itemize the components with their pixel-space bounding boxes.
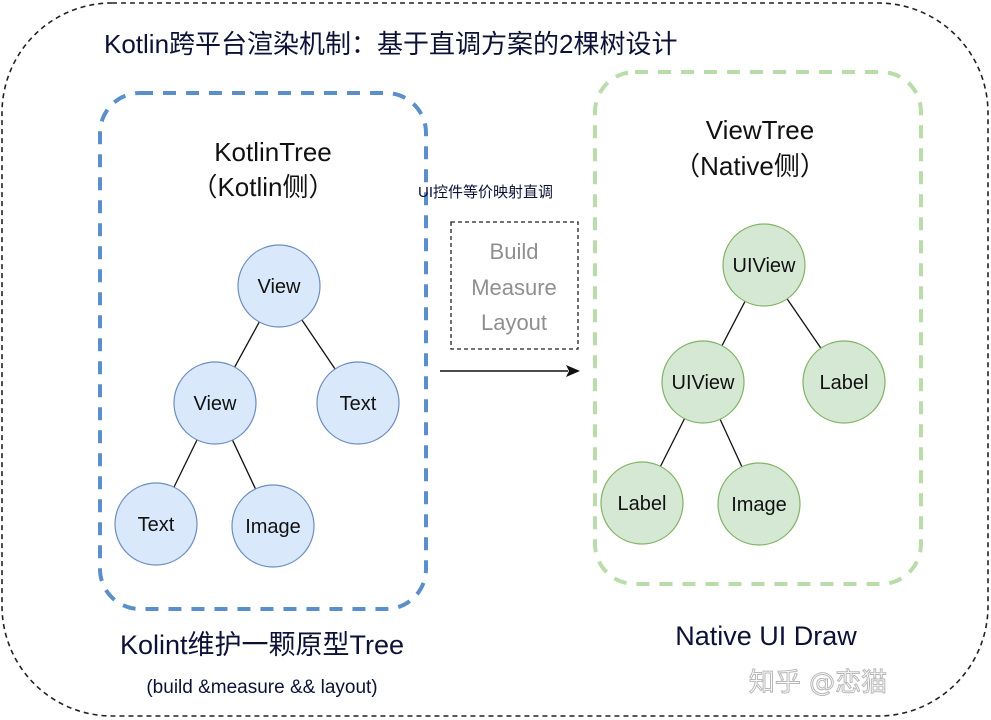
kotlin-tree-node-circle <box>316 361 400 445</box>
native-tree-node: Label <box>600 461 684 545</box>
kotlin-caption-sub: (build &measure && layout) <box>146 677 377 698</box>
native-tree-node-label: UIView <box>733 255 797 277</box>
native-tree-node: UIView <box>722 223 806 307</box>
native-tree-node-label: UIView <box>672 372 736 394</box>
kotlin-tree-node: View <box>173 361 257 445</box>
native-tree-node: Image <box>717 462 801 546</box>
kotlin-tree-node-label: Image <box>245 516 301 538</box>
kotlin-tree-edge <box>301 319 336 370</box>
bridge-label: UI控件等价映射直调 <box>418 183 553 201</box>
bridge-group: UI控件等价映射直调 Build Measure Layout <box>418 183 580 377</box>
native-tree-node: UIView <box>661 340 745 424</box>
native-tree-node-circle <box>600 461 684 545</box>
native-tree-node-circle <box>717 462 801 546</box>
kotlin-tree-edges <box>173 319 336 490</box>
kotlin-tree-node-circle <box>173 361 257 445</box>
kotlin-tree-node-label: Text <box>340 393 377 415</box>
native-tree-edge <box>786 298 822 349</box>
native-tree-edge <box>719 418 743 468</box>
native-tree-subheading: （Native侧） <box>674 151 826 181</box>
native-tree-heading: ViewTree <box>706 115 814 145</box>
pipeline-step-layout: Layout <box>481 310 547 335</box>
native-caption-main: Native UI Draw <box>675 621 857 651</box>
kotlin-tree-node-circle <box>237 244 321 328</box>
kotlin-caption-main: Kolint维护一颗原型Tree <box>120 630 404 660</box>
kotlin-tree-node-label: View <box>258 276 302 298</box>
pipeline-box <box>450 221 579 350</box>
kotlin-tree-subheading: （Kotlin侧） <box>191 172 334 202</box>
kotlin-tree-node: Text <box>114 482 198 566</box>
kotlin-tree-node: View <box>237 244 321 328</box>
kotlin-tree-node-label: Text <box>138 514 175 536</box>
native-tree-node-label: Label <box>820 372 869 394</box>
kotlin-tree-node-label: View <box>194 393 238 415</box>
kotlin-tree-container <box>98 91 428 611</box>
native-tree-node-circle <box>802 340 886 424</box>
kotlin-tree-node: Image <box>231 484 315 568</box>
kotlin-tree-heading: KotlinTree <box>214 137 332 167</box>
native-tree-edges <box>659 298 822 468</box>
kotlin-tree-node-circle <box>231 484 315 568</box>
native-tree-node-label: Image <box>731 494 787 516</box>
watermark: 知乎 @恋猫 <box>749 668 887 698</box>
native-tree-node-circle <box>661 340 745 424</box>
kotlin-tree-node: Text <box>316 361 400 445</box>
native-tree-edge <box>659 418 686 467</box>
arrow-head-icon <box>566 365 580 377</box>
diagram-title: Kotlin跨平台渲染机制：基于直调方案的2棵树设计 <box>104 29 678 59</box>
pipeline-step-build: Build <box>490 239 539 264</box>
pipeline-step-measure: Measure <box>471 275 557 300</box>
kotlin-tree-edge <box>234 321 260 368</box>
kotlin-tree-edge <box>173 439 198 488</box>
kotlin-tree-edge <box>231 439 257 490</box>
native-tree-node-circle <box>722 223 806 307</box>
native-tree-edge <box>721 301 746 346</box>
kotlin-tree-node-circle <box>114 482 198 566</box>
native-tree-node: Label <box>802 340 886 424</box>
native-tree-container <box>593 70 923 586</box>
native-tree-node-label: Label <box>618 493 667 515</box>
